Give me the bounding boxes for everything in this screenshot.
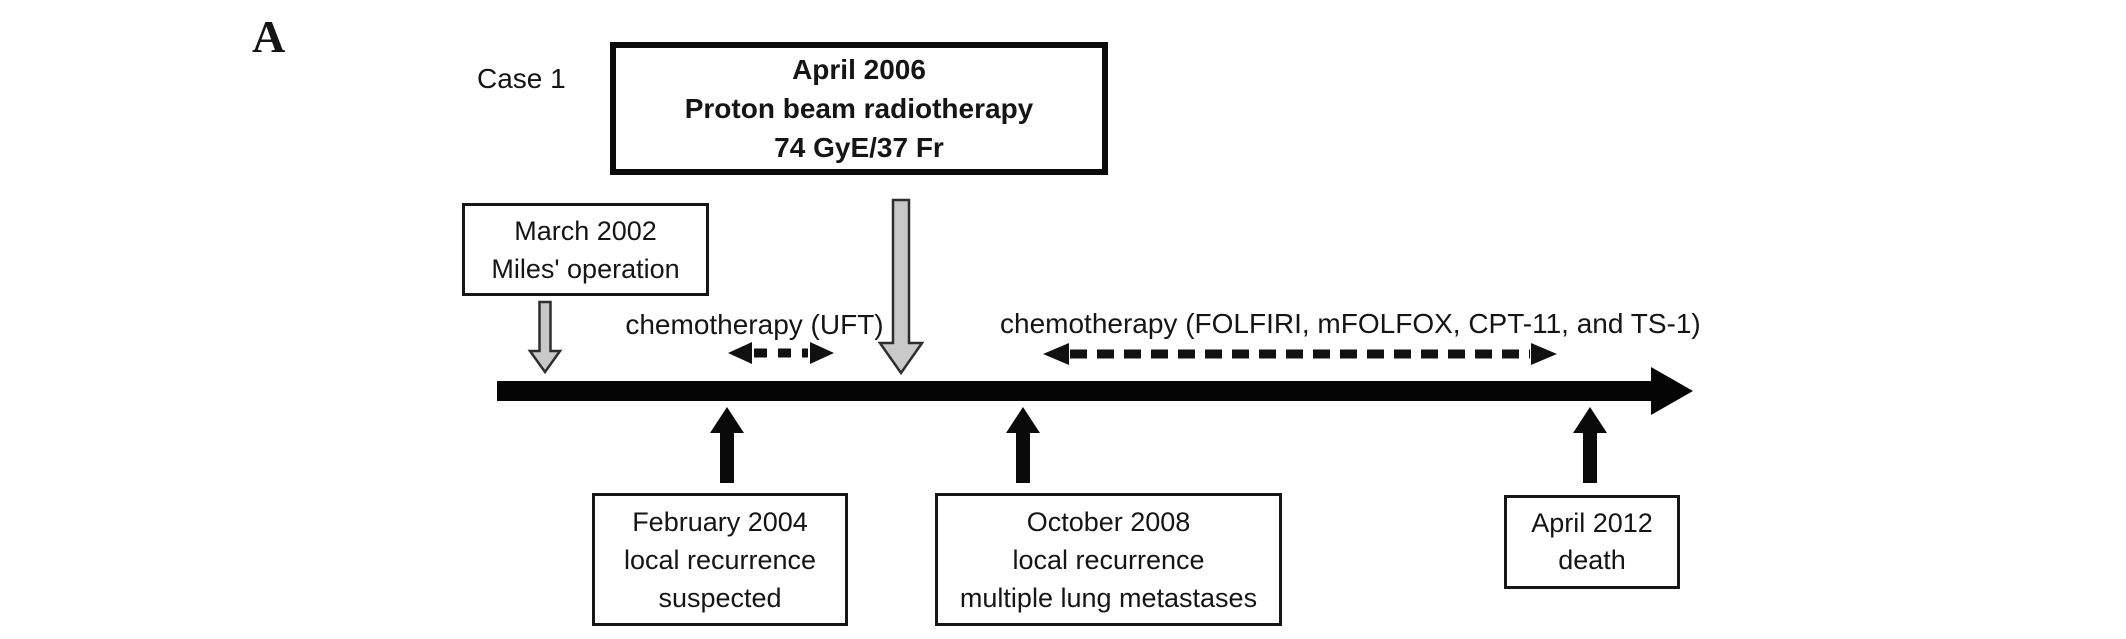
chemo-label-folfiri: chemotherapy (FOLFIRI, mFOLFOX, CPT-11, … (1000, 308, 1701, 339)
dashed-span-uft-icon (728, 342, 834, 364)
event-box-miles-operation: March 2002 Miles' operation (462, 203, 709, 296)
event-description: suspected (658, 582, 782, 613)
event-description: Proton beam radiotherapy (684, 93, 1034, 124)
event-box-feb2004-recurrence: February 2004 local recurrence suspected (592, 493, 848, 626)
event-description: local recurrence (623, 544, 817, 575)
event-dose: 74 GyE/37 Fr (774, 132, 944, 163)
case-label: Case 1 (477, 63, 566, 94)
event-date: April 2006 (792, 54, 926, 85)
down-arrow-proton-icon (878, 198, 924, 376)
event-date: October 2008 (1026, 506, 1191, 537)
event-box-oct2008-recurrence: October 2008 local recurrence multiple l… (935, 493, 1282, 626)
up-arrow-apr2012-icon (1573, 407, 1607, 483)
event-description: death (1558, 545, 1626, 575)
event-date: February 2004 (632, 506, 808, 537)
event-box-proton-radiotherapy: April 2006 Proton beam radiotherapy 74 G… (610, 42, 1108, 175)
timeline-axis-icon (497, 367, 1693, 415)
chemo-label-uft: chemotherapy (UFT) (625, 309, 884, 340)
event-description: Miles' operation (491, 253, 680, 284)
event-date: March 2002 (514, 215, 657, 246)
dashed-span-folfiri-icon (1043, 343, 1557, 365)
up-arrow-feb2004-icon (710, 407, 744, 483)
event-description: local recurrence (1012, 544, 1205, 575)
up-arrow-oct2008-icon (1006, 407, 1040, 483)
event-box-apr2012-death: April 2012 death (1504, 495, 1680, 589)
panel-label: A (252, 11, 286, 62)
event-description: multiple lung metastases (959, 582, 1258, 613)
down-arrow-miles-icon (527, 300, 563, 375)
event-date: April 2012 (1531, 508, 1653, 538)
